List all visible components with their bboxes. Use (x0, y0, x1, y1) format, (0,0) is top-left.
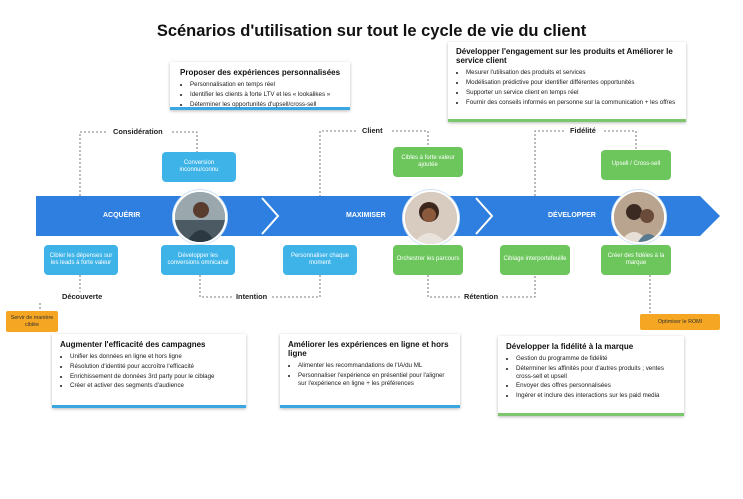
stage-intention: Intention (234, 292, 270, 301)
card-engagement-item: Modélisation prédictive pour identifier … (466, 79, 678, 87)
connector-intention-right (272, 268, 321, 298)
stage-client: Client (360, 126, 385, 135)
card-fidelite-item: Envoyer des offres personnalisées (516, 382, 676, 390)
page-title: Scénarios d'utilisation sur tout le cycl… (156, 22, 587, 40)
photo-developper (612, 190, 666, 244)
stage-fidelite: Fidélité (568, 126, 598, 135)
card-experiences-item: Personnaliser l'expérience en présentiel… (298, 372, 452, 388)
card-personnalisees-item: Personnalisation en temps réel (190, 81, 342, 89)
card-personnalisees-item: Déterminer les opportunités d'upsell/cro… (190, 101, 342, 109)
connector-client (319, 130, 358, 205)
connector-fidelite-right (604, 130, 637, 150)
photo-maximiser (403, 190, 459, 246)
band-label-maximiser: MAXIMISER (346, 212, 386, 219)
card-campagnes-title: Augmenter l'efficacité des campagnes (60, 340, 206, 349)
card-experiences: Améliorer les expériences en ligne et ho… (280, 334, 460, 408)
card-campagnes-item: Résolution d'identité pour accroître l'e… (70, 363, 238, 371)
connector-retention (427, 275, 460, 298)
card-campagnes-item: Enrichissement de données 3rd party pour… (70, 373, 238, 381)
pill-orchestrer: Orchestrer les parcours (393, 245, 463, 275)
card-fidelite-item: Déterminer les affinités pour d'autres p… (516, 365, 676, 381)
pill-cibler-depenses: Cibler les dépenses sur les leads à fort… (44, 245, 118, 275)
stage-decouverte: Découverte (60, 292, 105, 301)
card-engagement: Développer l'engagement sur les produits… (448, 42, 686, 122)
card-fidelite-item: Ingérer et inclure des interactions sur … (516, 392, 676, 400)
pill-fideles: Créer des fidèles à la marque (601, 245, 671, 275)
card-fidelite-item: Gestion du programme de fidélité (516, 355, 676, 363)
card-personnalisees-item: Identifier les clients à forte LTV et le… (190, 91, 342, 99)
card-engagement-item: Fournir des conseils informés en personn… (466, 99, 678, 107)
card-campagnes-item: Unifier les données en ligne et hors lig… (70, 353, 238, 361)
card-campagnes-item: Créer et activer des segments d'audience (70, 382, 238, 390)
connector-client-right (392, 130, 429, 148)
connector-consideration (79, 131, 108, 200)
pill-developper-conversions: Développer les conversions omnicanal (161, 245, 235, 275)
pill-personnaliser-moment: Personnaliser chaque moment (283, 245, 357, 275)
pill-cibles-valeur: Cibles à forte valeur ajoutée (393, 147, 463, 177)
stage-retention: Rétention (462, 292, 501, 301)
card-personnalisees-title: Proposer des expériences personnalisées (180, 68, 341, 77)
card-fidelite: Développer la fidélité à la marque Gesti… (498, 336, 684, 416)
stage-consideration: Considération (111, 127, 165, 136)
pill-ciblage: Ciblage interportefeuille (500, 245, 570, 275)
photo-acquerir (173, 190, 227, 244)
card-engagement-item: Supporter un service client en temps rée… (466, 89, 678, 97)
card-fidelite-title: Développer la fidélité à la marque (506, 342, 634, 351)
connector-fidelite (534, 130, 566, 200)
connector-intention (199, 275, 232, 298)
card-engagement-item: Mesurer l'utilisation des produits et se… (466, 69, 678, 77)
connector-consideration-right (172, 131, 198, 152)
band-label-acquerir: ACQUÉRIR (103, 212, 141, 219)
card-engagement-title: Développer l'engagement sur les produits… (456, 47, 673, 66)
card-experiences-title: Améliorer les expériences en ligne et ho… (288, 340, 449, 359)
pill-conversion: Conversion inconnu/connu (162, 152, 236, 182)
card-personnalisees: Proposer des expériences personnalisées … (170, 62, 350, 110)
band-label-developper: DÉVELOPPER (548, 212, 596, 219)
connector-retention-right (502, 270, 536, 298)
pill-servir: Servir de manière ciblée (6, 311, 58, 332)
card-experiences-item: Alimenter les recommandations de l'IA/du… (298, 362, 452, 370)
pill-romi: Optimiser le ROMI (640, 314, 720, 330)
card-campagnes: Augmenter l'efficacité des campagnes Uni… (52, 334, 246, 408)
pill-upsell: Upsell / Cross-sell (601, 150, 671, 180)
